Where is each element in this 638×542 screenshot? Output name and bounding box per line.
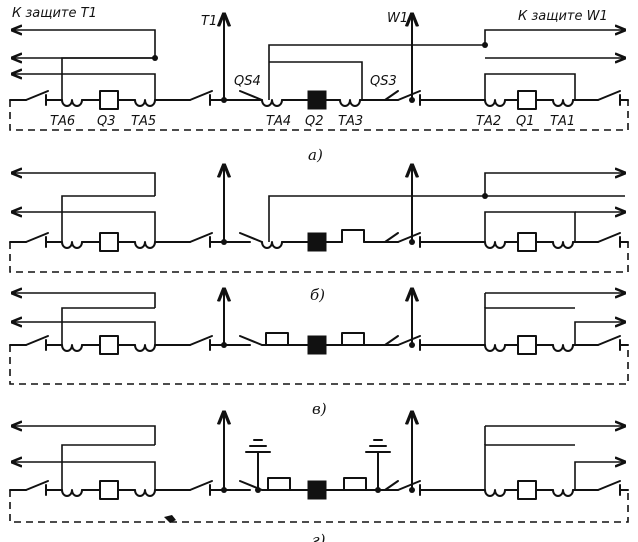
label-qs3: QS3 <box>370 74 397 89</box>
caption-c: в) <box>312 400 327 418</box>
label-ta6: ТА6 <box>50 114 75 129</box>
label-ta1: ТА1 <box>550 114 575 129</box>
label-ta4: ТА4 <box>266 114 291 129</box>
scheme-d: г) <box>10 412 628 542</box>
scheme-a: К защите Т1 К защите W1 Т1 W1 QS4 QS3 ТА… <box>10 6 628 164</box>
caption-d: г) <box>312 531 326 542</box>
scheme-b: б) <box>10 165 628 304</box>
ink-blot <box>164 515 176 523</box>
caption-a: а) <box>308 146 323 164</box>
label-ta5: ТА5 <box>131 114 156 129</box>
label-qs4: QS4 <box>234 74 261 89</box>
label-to-protection-w1: К защите W1 <box>518 9 608 24</box>
label-ta2: ТА2 <box>476 114 501 129</box>
label-q3: Q3 <box>97 114 116 129</box>
label-t1: Т1 <box>201 14 217 29</box>
scheme-c: в) <box>10 289 628 418</box>
label-q2: Q2 <box>305 114 324 129</box>
label-q1: Q1 <box>516 114 535 129</box>
label-ta3: ТА3 <box>338 114 363 129</box>
label-w1: W1 <box>387 11 408 26</box>
caption-b: б) <box>310 286 325 304</box>
label-to-protection-t1: К защите Т1 <box>12 6 97 21</box>
